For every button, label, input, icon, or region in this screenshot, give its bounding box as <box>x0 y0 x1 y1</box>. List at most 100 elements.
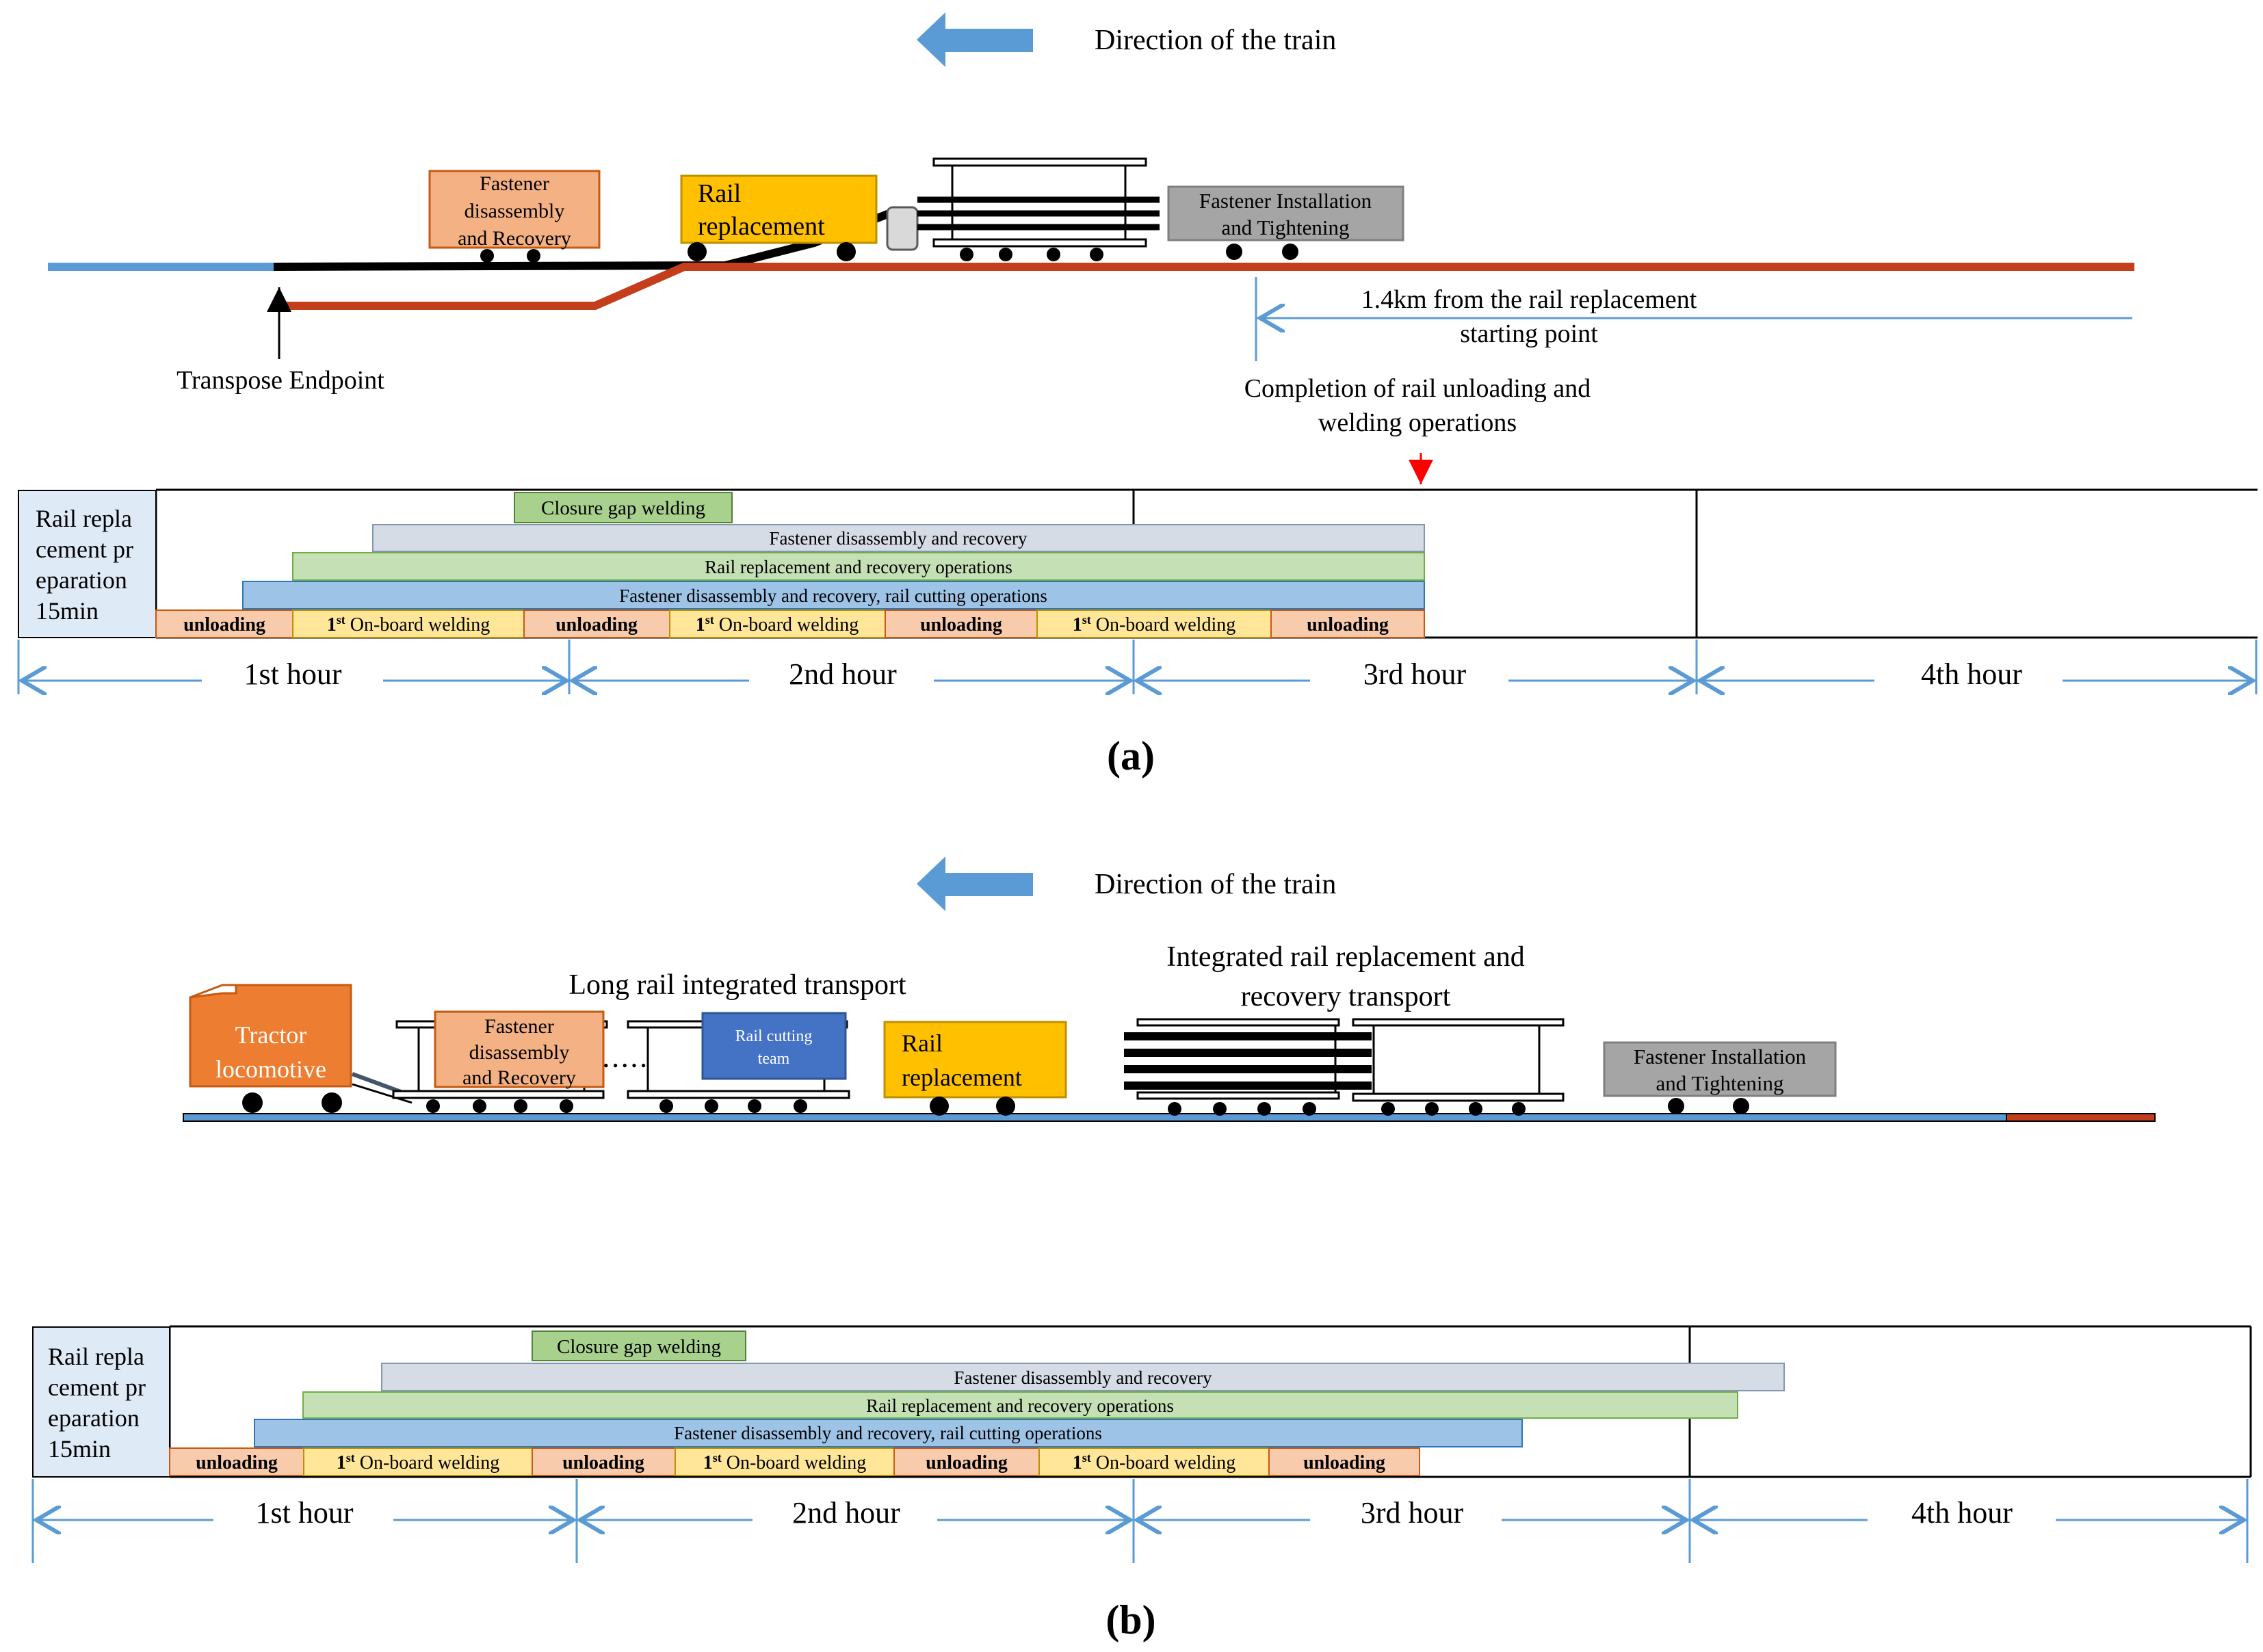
seq-a-unloading-3: unloading <box>920 614 1002 635</box>
fastener-cutting-label-b: Fastener disassembly and recovery, rail … <box>674 1423 1102 1443</box>
prep-b-line2: cement pr <box>48 1374 146 1401</box>
seq-a-welding-3: 1st On-board welding <box>1073 613 1236 635</box>
transpose-endpoint-label: Transpose Endpoint <box>176 366 384 395</box>
panel-a: Direction of the train Transpose Endpoin… <box>17 12 2258 778</box>
tractor-locomotive: Tractor locomotive <box>189 984 413 1113</box>
panel-b: Direction of the train Long rail integra… <box>31 856 2252 1642</box>
prep-b-line3: eparation <box>48 1404 140 1432</box>
hour-axis-a: 1st hour 2nd hour 3rd hour 4th hour <box>17 640 2258 694</box>
distance-note-line2: starting point <box>1460 319 1598 348</box>
rr-a-line1: Rail <box>698 179 741 208</box>
direction-label-a: Direction of the train <box>1095 25 1336 56</box>
fi-b-line2: and Tightening <box>1656 1071 1784 1095</box>
red-track-a <box>280 263 2134 310</box>
seq-a-welding-2: 1st On-board welding <box>696 613 859 635</box>
rail-replacement-bar-a: Rail replacement and recovery operations <box>292 552 1425 581</box>
completion-note-line1: Completion of rail unloading and <box>1244 374 1591 403</box>
red-track-b <box>2006 1113 2156 1122</box>
transport-integrated-line2: recovery transport <box>1241 981 1451 1012</box>
rail-transport-car-a <box>886 157 1160 261</box>
prep-a-line1: Rail repla <box>36 505 132 532</box>
fi-a-line2: and Tightening <box>1222 215 1350 239</box>
direction-arrow-b <box>917 856 1033 911</box>
rc-b-line1: Rail cutting <box>735 1027 813 1045</box>
hour-b-2: 2nd hour <box>792 1496 900 1530</box>
closure-gap-bar-a: Closure gap welding <box>514 492 733 523</box>
seq-b-unloading-4: unloading <box>1303 1452 1385 1473</box>
rr-b-line2: replacement <box>902 1064 1022 1091</box>
fastener-disassembly-vehicle-a: Fastener disassembly and Recovery <box>428 170 601 263</box>
hour-b-3: 3rd hour <box>1361 1496 1464 1530</box>
caption-a: (a) <box>1107 733 1155 778</box>
fastener-installation-vehicle-b: Fastener Installation and Tightening <box>1603 1041 1837 1114</box>
rr-b-line1: Rail <box>902 1030 943 1057</box>
prep-box-b: Rail repla cement pr eparation 15min <box>32 1326 170 1478</box>
fd-b-line2: disassembly <box>469 1041 570 1064</box>
closure-gap-label-b: Closure gap welding <box>557 1336 721 1358</box>
sequence-row-b: unloading 1st On-board welding unloading… <box>169 1447 1420 1476</box>
fd-a-line3: and Recovery <box>458 227 571 250</box>
rail-replacement-label-b: Rail replacement and recovery operations <box>866 1395 1174 1416</box>
hour-a-4: 4th hour <box>1921 657 2022 691</box>
completion-note-line2: welding operations <box>1318 408 1517 437</box>
fi-b-line1: Fastener Installation <box>1634 1045 1807 1068</box>
continuation-dots: ••••• <box>603 1057 651 1074</box>
transport-integrated-line1: Integrated rail replacement and <box>1166 941 1525 973</box>
hour-axis-b: 1st hour 2nd hour 3rd hour 4th hour <box>31 1479 2249 1563</box>
integrated-transport-cars <box>1124 1018 1565 1116</box>
seq-b-unloading-3: unloading <box>926 1452 1008 1473</box>
direction-arrow-a <box>917 12 1033 67</box>
prep-b-line4: 15min <box>48 1435 111 1463</box>
rail-cutting-car-b: Rail cutting team <box>627 1012 850 1113</box>
fastener-disassembly-bar-a: Fastener disassembly and recovery <box>372 524 1425 552</box>
fastener-disassembly-bar-b: Fastener disassembly and recovery <box>381 1363 1785 1391</box>
seq-a-unloading-1: unloading <box>183 614 265 635</box>
tractor-line2: locomotive <box>215 1056 326 1083</box>
hour-a-1: 1st hour <box>244 657 342 691</box>
seq-b-welding-3: 1st On-board welding <box>1073 1451 1236 1473</box>
rail-replacement-vehicle-b: Rail replacement <box>883 1021 1067 1116</box>
tractor-line1: Tractor <box>235 1021 307 1049</box>
fastener-cutting-label-a: Fastener disassembly and recovery, rail … <box>619 586 1047 606</box>
fd-b-line3: and Recovery <box>462 1066 576 1089</box>
rail-replacement-label-a: Rail replacement and recovery operations <box>705 557 1012 577</box>
closure-gap-label-a: Closure gap welding <box>541 497 705 519</box>
fd-b-line1: Fastener <box>484 1015 554 1038</box>
seq-a-welding-1: 1st On-board welding <box>327 613 490 635</box>
direction-label-b: Direction of the train <box>1095 869 1336 900</box>
rail-replacement-vehicle-a: Rail replacement <box>680 174 878 261</box>
fastener-disassembly-label-b: Fastener disassembly and recovery <box>954 1367 1212 1388</box>
fastener-cutting-bar-a: Fastener disassembly and recovery, rail … <box>242 581 1425 609</box>
fd-a-line2: disassembly <box>465 200 565 222</box>
fastener-car-b: Fastener disassembly and Recovery <box>392 1010 608 1113</box>
hour-b-1: 1st hour <box>256 1496 354 1530</box>
rail-replacement-bar-b: Rail replacement and recovery operations <box>302 1391 1738 1419</box>
seq-b-welding-2: 1st On-board welding <box>703 1451 867 1473</box>
prep-a-line4: 15min <box>36 597 99 625</box>
hour-a-3: 3rd hour <box>1363 657 1467 691</box>
fastener-cutting-bar-b: Fastener disassembly and recovery, rail … <box>254 1419 1523 1447</box>
distance-note-line1: 1.4km from the rail replacement <box>1361 285 1697 314</box>
prep-a-line3: eparation <box>36 566 127 594</box>
rc-b-line2: team <box>758 1050 790 1068</box>
seq-b-unloading-1: unloading <box>196 1452 278 1473</box>
seq-a-unloading-4: unloading <box>1307 614 1389 635</box>
hour-b-4: 4th hour <box>1911 1496 2013 1530</box>
hour-a-2: 2nd hour <box>789 657 897 691</box>
fi-a-line1: Fastener Installation <box>1199 189 1372 213</box>
closure-gap-bar-b: Closure gap welding <box>532 1330 746 1361</box>
fd-a-line1: Fastener <box>480 172 549 195</box>
seq-a-unloading-2: unloading <box>555 614 638 635</box>
prep-b-line1: Rail repla <box>48 1343 144 1370</box>
blue-track-b <box>183 1113 2007 1122</box>
fastener-installation-vehicle-a: Fastener Installation and Tightening <box>1167 185 1404 260</box>
caption-b: (b) <box>1106 1597 1155 1642</box>
seq-b-welding-1: 1st On-board welding <box>337 1451 500 1473</box>
fastener-disassembly-label-a: Fastener disassembly and recovery <box>769 528 1028 549</box>
transport-long-label: Long rail integrated transport <box>568 969 906 1001</box>
rr-a-line2: replacement <box>698 212 825 241</box>
prep-box-a: Rail repla cement pr eparation 15min <box>18 490 157 638</box>
sequence-row-a: unloading 1st On-board welding unloading… <box>155 609 1425 638</box>
prep-a-line2: cement pr <box>36 536 133 563</box>
